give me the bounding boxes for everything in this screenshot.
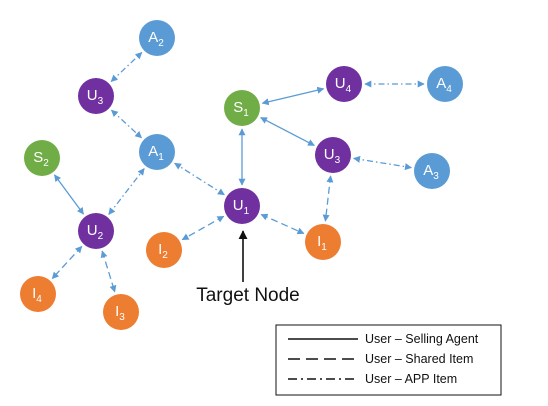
agent-node-circle [224,90,260,126]
node-label: I2 [158,241,168,261]
edge-u3a-a2a [110,52,143,82]
node-a4: A4 [427,66,463,102]
node-label: U3 [324,146,341,166]
item-node-circle [146,232,182,268]
node-s1: S1 [224,90,260,126]
item-node-circle [103,294,139,330]
edge-u1-i1 [260,213,305,235]
user-node-circle [326,66,362,102]
node-i3: I3 [103,294,139,330]
edge-u2-i3 [100,250,117,293]
edge-u3b-a3 [353,155,412,171]
legend-box [275,324,502,396]
node-u2: U2 [78,213,114,249]
node-label: U1 [233,197,250,217]
item-node-circle [20,276,56,312]
app-node-circle [139,134,175,170]
legend: User – Selling Agent User – Shared Item … [275,324,502,396]
node-label: A3 [423,162,439,182]
node-a1: A1 [139,134,175,170]
agent-node-circle [24,140,60,176]
edge-s1-u3b [260,117,315,146]
app-node-circle [414,153,450,189]
user-node-circle [78,78,114,114]
node-u3b: U3 [315,137,351,173]
node-label: U2 [87,222,104,242]
edges-layer [51,52,425,293]
node-label: I4 [32,285,42,305]
edge-u3b-i1 [322,175,334,222]
node-i1: I1 [305,224,341,260]
node-label: U4 [335,75,352,95]
node-u1: U1 [224,188,260,224]
node-i2: I2 [146,232,182,268]
edge-u2-a1 [108,168,145,215]
node-label: S2 [33,149,49,169]
app-node-circle [427,66,463,102]
node-label: A2 [148,29,164,49]
node-label: U3 [87,87,104,107]
edge-s1-u4 [261,86,325,106]
node-i4: I4 [20,276,56,312]
node-a3: A3 [414,153,450,189]
user-node-circle [224,188,260,224]
edge-u3a-a1 [110,109,143,139]
node-label: I3 [115,303,125,323]
node-label: A4 [436,75,452,95]
node-label: S1 [233,99,249,119]
legend-label-app-item: User – APP Item [365,372,457,386]
legend-label-selling-agent: User – Selling Agent [365,332,479,346]
node-u3a: U3 [78,78,114,114]
node-s2: S2 [24,140,60,176]
item-node-circle [305,224,341,260]
node-u4: U4 [326,66,362,102]
target-indicator: Target Node [196,230,300,306]
edge-u2-i4 [51,245,83,280]
user-node-circle [315,137,351,173]
node-label: A1 [148,143,164,163]
edge-u1-a1 [174,162,225,196]
edge-u1-i2 [181,215,225,241]
edge-s2-u2 [53,174,85,215]
user-node-circle [78,213,114,249]
node-label: I1 [317,233,327,253]
app-node-circle [139,20,175,56]
node-a2a: A2 [139,20,175,56]
target-label: Target Node [196,285,300,306]
legend-label-shared-item: User – Shared Item [365,352,473,366]
